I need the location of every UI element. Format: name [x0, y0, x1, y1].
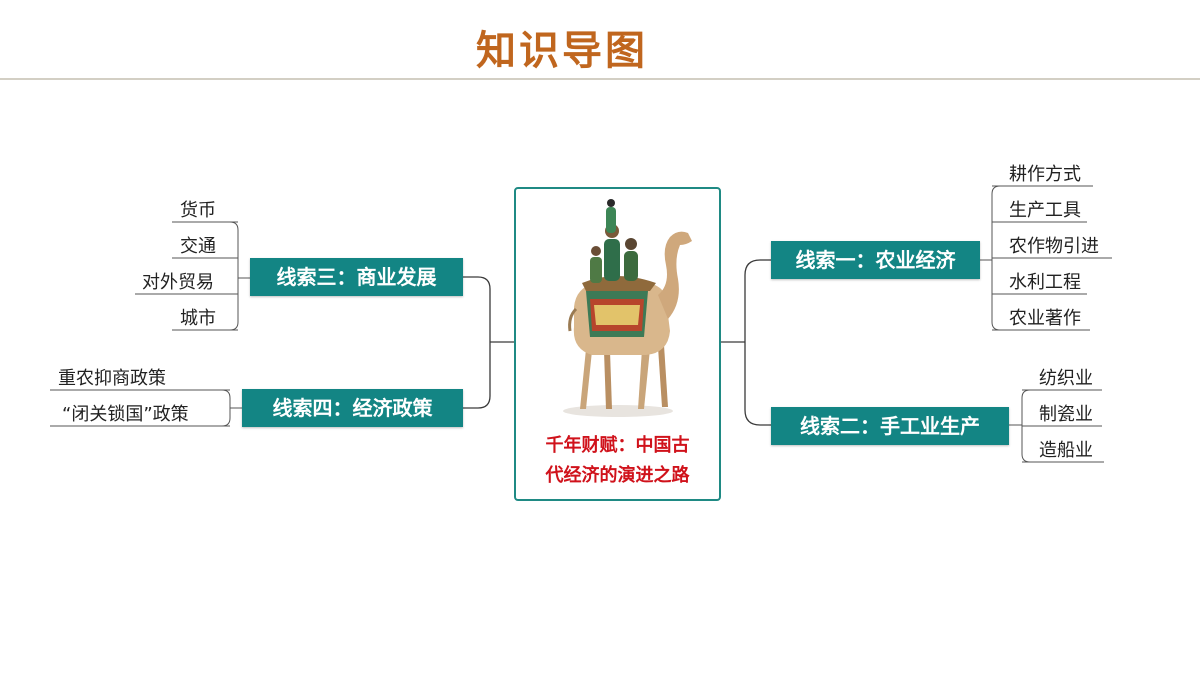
- leaf-currency: 货币: [180, 200, 216, 221]
- leaf-textile: 纺织业: [1039, 368, 1093, 389]
- branch-handicraft[interactable]: 线索二：手工业生产: [771, 407, 1009, 445]
- title-divider: [0, 78, 1200, 80]
- leaf-closed-door-policy: “闭关锁国”政策: [62, 404, 189, 425]
- branch-agriculture[interactable]: 线索一：农业经济: [771, 241, 980, 279]
- leaf-transport: 交通: [180, 236, 216, 257]
- central-topic-card: 千年财赋：中国古 代经济的演进之路: [514, 187, 721, 501]
- branch-commerce[interactable]: 线索三：商业发展: [250, 258, 463, 296]
- leaf-farming-methods: 耕作方式: [1009, 164, 1081, 185]
- tri-color-camel-figurine: [563, 199, 692, 417]
- leaf-cities: 城市: [180, 308, 216, 329]
- central-topic-title: 千年财赋：中国古 代经济的演进之路: [516, 431, 719, 491]
- leaf-agricultural-works: 农业著作: [1009, 308, 1081, 329]
- branch-economic-policy[interactable]: 线索四：经济政策: [242, 389, 463, 427]
- leaf-porcelain: 制瓷业: [1039, 404, 1093, 425]
- page-title: 知识导图: [476, 28, 648, 74]
- leaf-production-tools: 生产工具: [1009, 200, 1081, 221]
- leaf-shipbuilding: 造船业: [1039, 440, 1093, 461]
- central-topic-line-2: 代经济的演进之路: [545, 465, 690, 486]
- central-topic-line-1: 千年财赋：中国古: [545, 435, 690, 456]
- leaf-water-conservancy: 水利工程: [1009, 272, 1081, 293]
- leaf-foreign-trade: 对外贸易: [142, 272, 214, 293]
- leaf-crop-introduction: 农作物引进: [1009, 236, 1099, 257]
- leaf-agriculture-first-policy: 重农抑商政策: [58, 368, 166, 389]
